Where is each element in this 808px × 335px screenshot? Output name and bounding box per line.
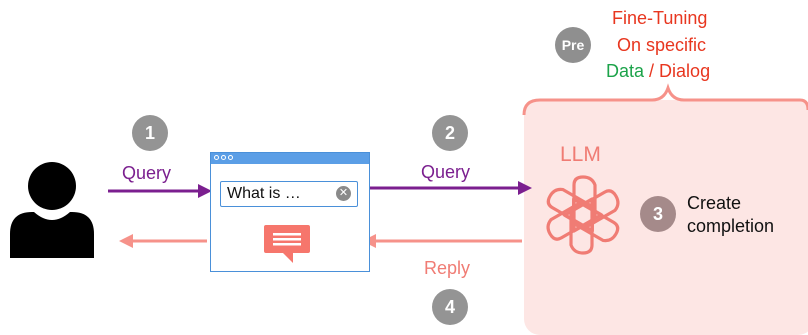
llm-bracket	[522, 83, 808, 116]
step-2-badge: 2	[432, 115, 468, 151]
step-3-badge: 3	[640, 196, 676, 232]
query-label-1: Query	[122, 163, 172, 183]
llm-action-label: Create completion	[687, 192, 774, 238]
query-input[interactable]: What is … ✕	[220, 181, 358, 207]
user-icon	[10, 162, 94, 258]
step-4-badge: 4	[432, 289, 468, 325]
diagram-lines	[108, 83, 808, 248]
llm-title: LLM	[560, 143, 601, 166]
pre-step-sep: /	[644, 61, 660, 81]
chat-window: What is … ✕	[210, 152, 370, 272]
pre-step-line2: On specific	[617, 35, 707, 55]
clear-icon[interactable]: ✕	[336, 186, 351, 201]
chat-bubble-icon	[264, 225, 310, 263]
llm-action-line2: completion	[687, 216, 775, 236]
window-dot-icon	[228, 155, 233, 160]
window-dot-icon	[214, 155, 219, 160]
window-dot-icon	[221, 155, 226, 160]
query-input-value: What is …	[227, 185, 301, 202]
reply-label: Reply	[424, 258, 471, 278]
pre-step-line3: Data / Dialog	[606, 61, 710, 82]
openai-logo-icon	[546, 175, 620, 255]
llm-action-line1: Create	[687, 193, 742, 213]
window-titlebar	[211, 153, 369, 164]
step-1-badge: 1	[132, 115, 168, 151]
pre-step-dialog: Dialog	[659, 61, 711, 81]
pre-step-data: Data	[606, 61, 645, 81]
query-label-2: Query	[421, 162, 471, 182]
pre-step-line1: Fine-Tuning	[612, 8, 708, 28]
pre-step-badge: Pre	[555, 27, 591, 63]
